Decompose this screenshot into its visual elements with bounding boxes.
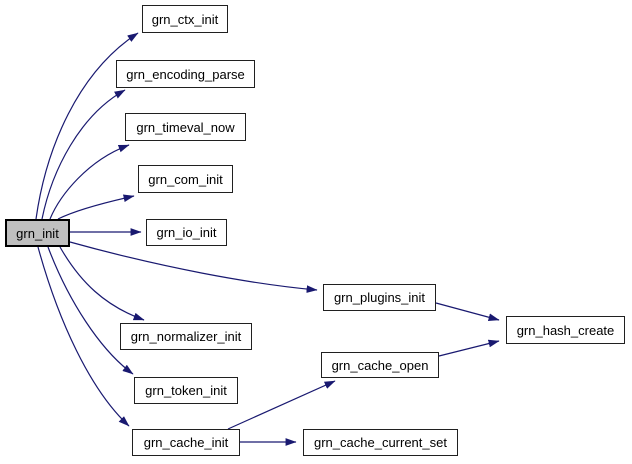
node-grn-com-init[interactable]: grn_com_init <box>138 165 233 193</box>
node-grn-hash-create[interactable]: grn_hash_create <box>506 316 625 344</box>
node-grn-cache-open[interactable]: grn_cache_open <box>321 352 439 378</box>
edge-grn_init-to-grn_token_init <box>47 246 134 375</box>
node-grn-init: grn_init <box>5 219 70 247</box>
node-grn-cache-current-set[interactable]: grn_cache_current_set <box>303 429 458 456</box>
edge-grn_init-to-grn_cache_init <box>37 246 130 427</box>
node-grn-token-init[interactable]: grn_token_init <box>134 377 238 404</box>
node-grn-ctx-init[interactable]: grn_ctx_init <box>142 5 228 33</box>
edge-grn_cache_init-to-grn_cache_open <box>227 380 336 430</box>
edge-grn_init-to-grn_plugins_init <box>69 241 318 293</box>
node-grn-encoding-parse[interactable]: grn_encoding_parse <box>116 60 255 88</box>
edge-grn_init-to-grn_timeval_now <box>49 144 130 220</box>
edge-grn_init-to-grn_ctx_init <box>35 32 139 220</box>
node-grn-io-init[interactable]: grn_io_init <box>146 219 227 246</box>
node-grn-cache-init[interactable]: grn_cache_init <box>132 429 240 456</box>
edge-grn_init-to-grn_normalizer_init <box>59 246 145 321</box>
node-grn-normalizer-init[interactable]: grn_normalizer_init <box>120 323 252 350</box>
edge-grn_plugins_init-to-grn_hash_create <box>435 302 500 321</box>
edge-grn_cache_open-to-grn_hash_create <box>438 339 500 357</box>
edge-grn_init-to-grn_com_init <box>57 194 135 220</box>
node-grn-timeval-now[interactable]: grn_timeval_now <box>125 113 246 141</box>
edge-grn_init-to-grn_encoding_parse <box>41 89 126 220</box>
node-grn-plugins-init[interactable]: grn_plugins_init <box>323 284 436 311</box>
